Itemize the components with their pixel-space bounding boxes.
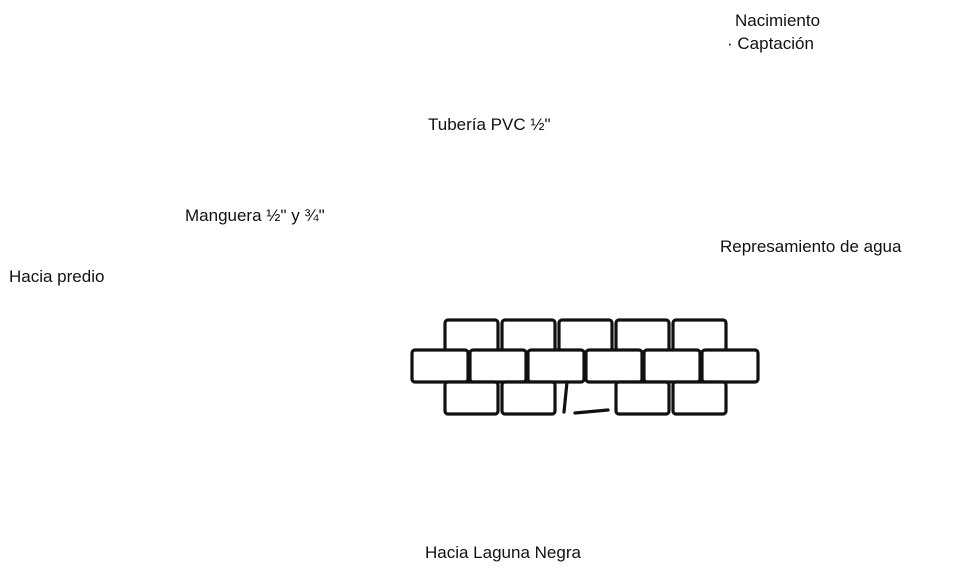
- broken-brick: [562, 380, 610, 415]
- brick: [443, 318, 500, 354]
- label-captacion: · Captación: [727, 34, 814, 53]
- brick: [614, 318, 671, 354]
- label-manguera: Manguera ½" y ¾": [185, 206, 325, 225]
- brick: [443, 380, 500, 416]
- brick: [526, 348, 586, 384]
- brick-wall-icon: [410, 318, 760, 416]
- brick: [700, 348, 760, 384]
- brick: [557, 318, 614, 354]
- brick: [642, 348, 702, 384]
- brick: [410, 348, 470, 384]
- brick: [614, 380, 671, 416]
- brick: [671, 318, 728, 354]
- brick: [671, 380, 728, 416]
- brick: [468, 348, 528, 384]
- brick: [500, 318, 557, 354]
- label-nacimiento: Nacimiento: [735, 11, 821, 30]
- brick: [584, 348, 644, 384]
- brick: [500, 380, 557, 416]
- label-tuberia-pvc: Tubería PVC ½": [428, 115, 551, 134]
- label-represamiento: Represamiento de agua: [720, 237, 902, 256]
- label-hacia-predio: Hacia predio: [9, 267, 105, 286]
- label-hacia-laguna-negra: Hacia Laguna Negra: [425, 543, 581, 562]
